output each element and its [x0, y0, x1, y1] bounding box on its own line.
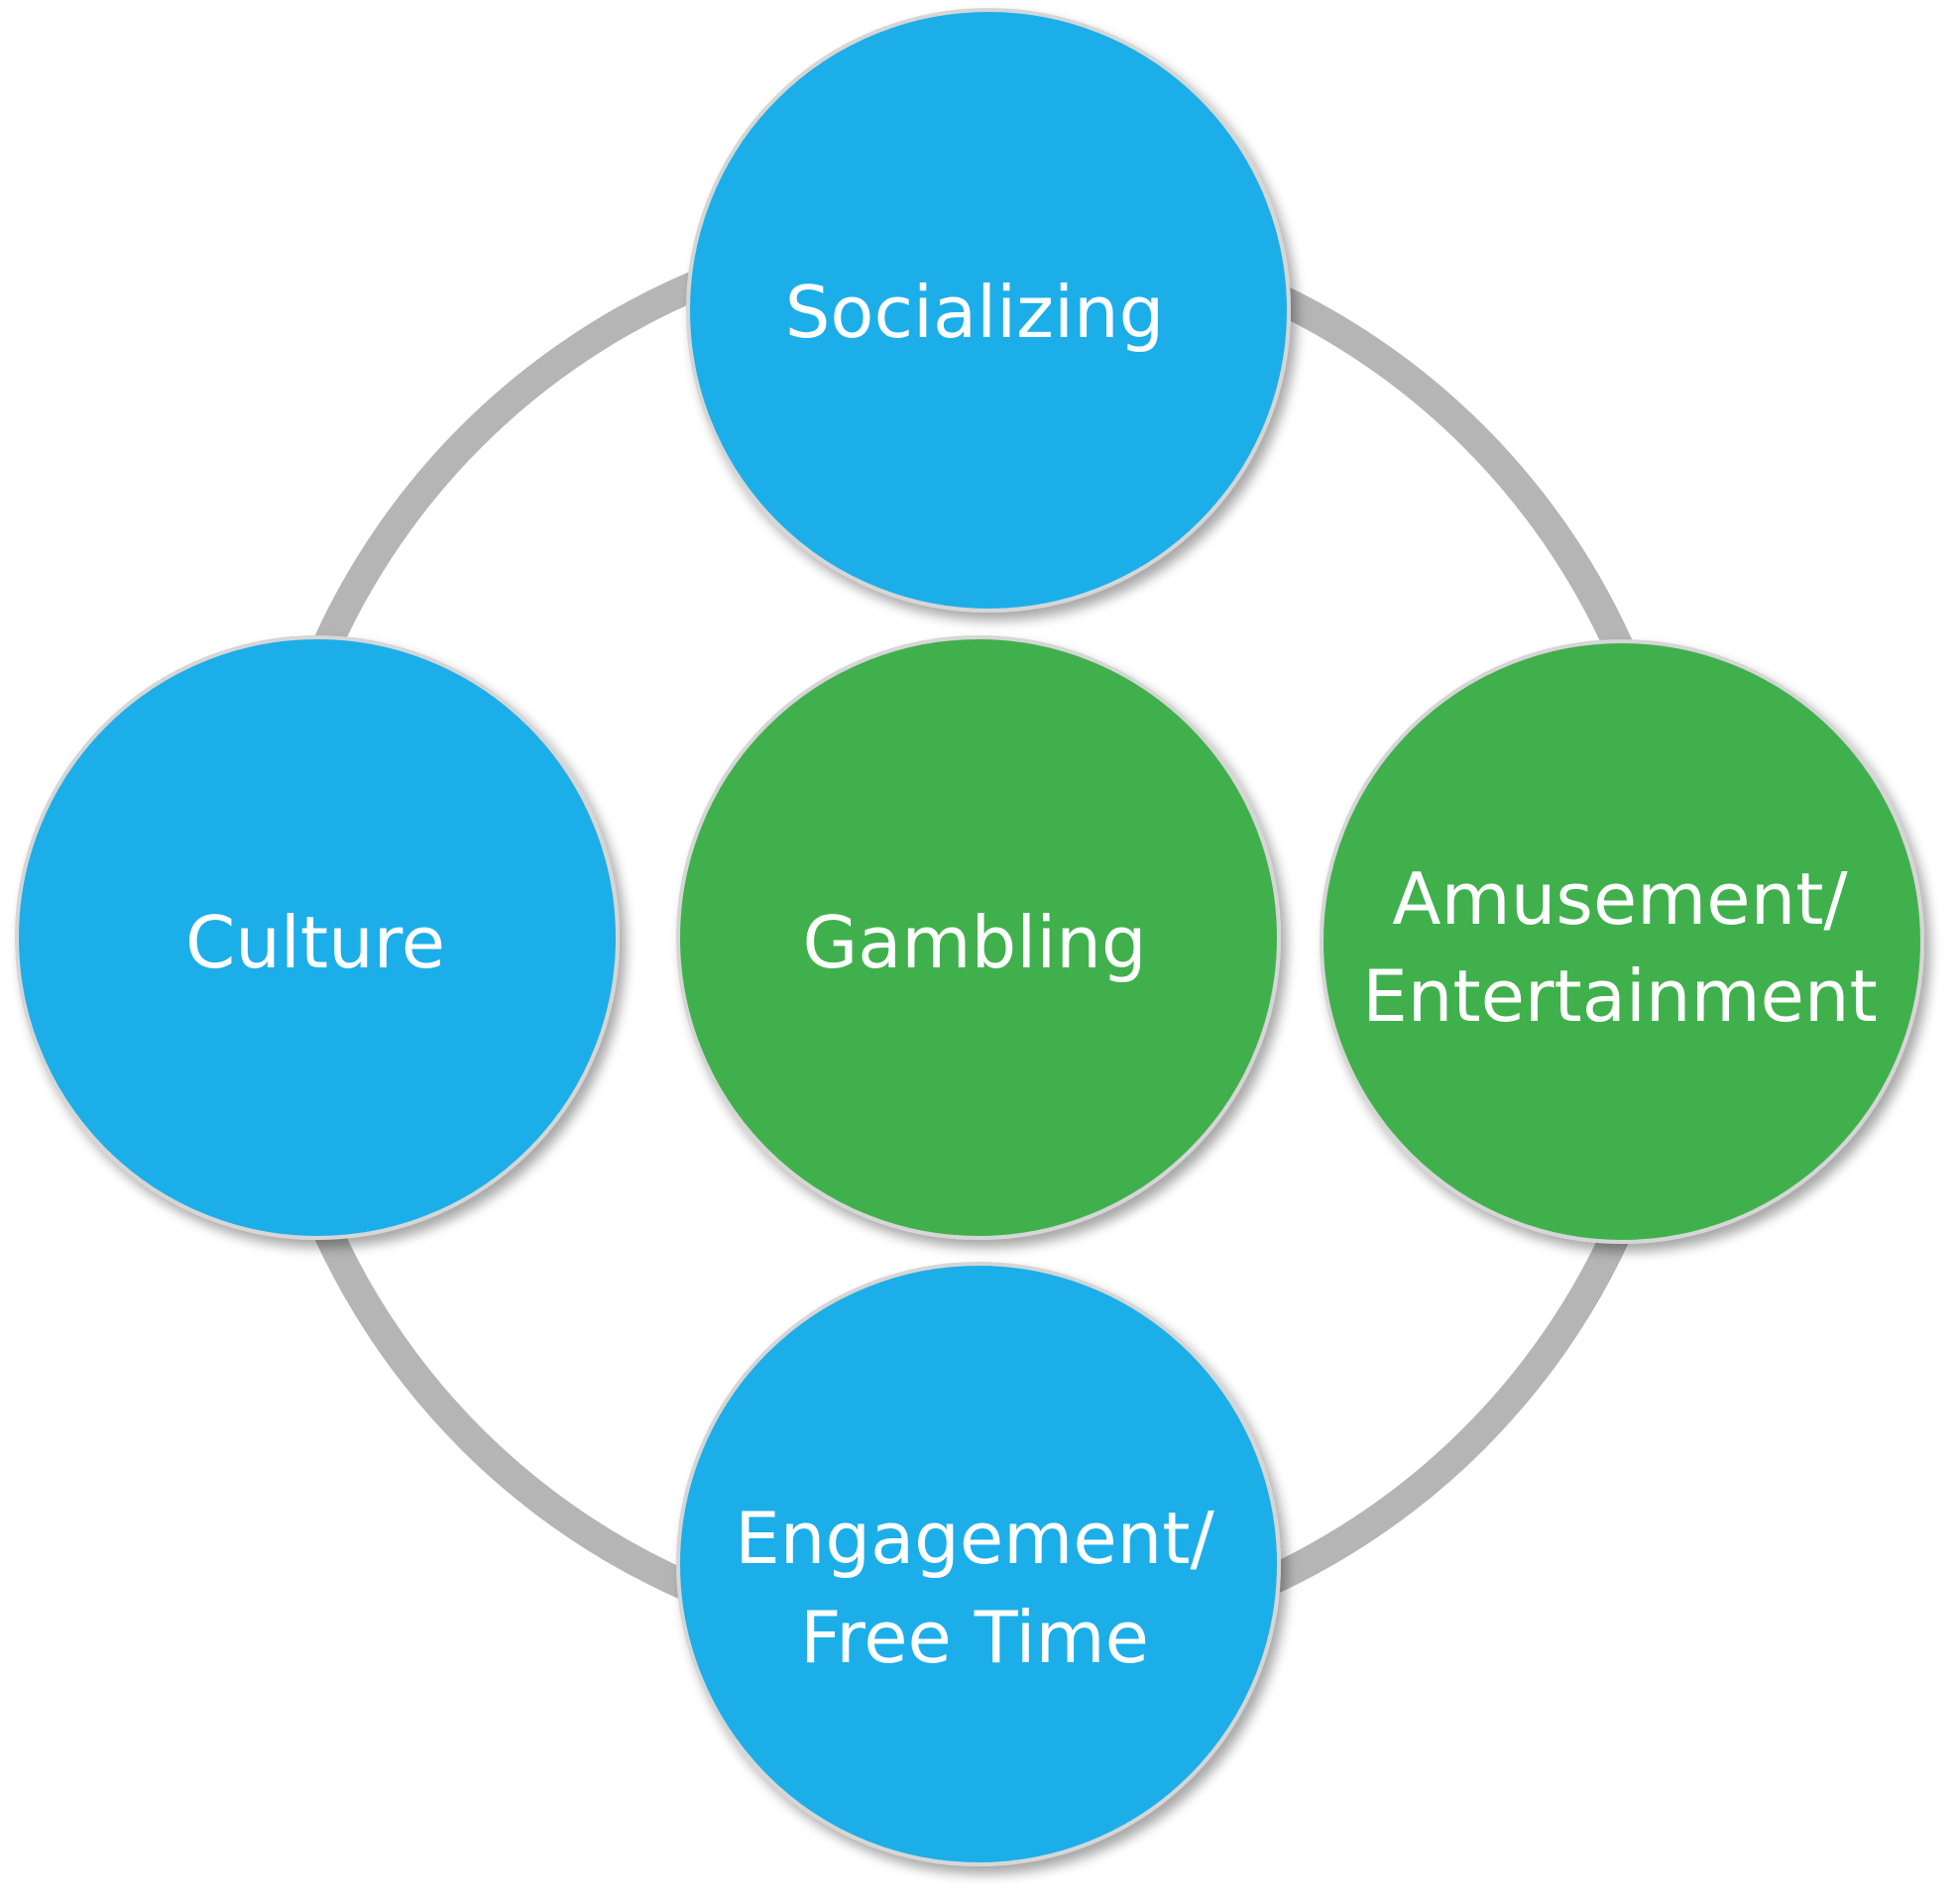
node-culture-circle	[15, 635, 620, 1240]
node-culture-label: Culture	[185, 901, 445, 984]
node-socializing-circle	[686, 8, 1291, 613]
node-engagement: Engagement/ Free Time	[676, 1262, 1281, 1866]
node-socializing-label: Socializing	[785, 271, 1165, 354]
node-engagement-circle	[676, 1262, 1281, 1866]
node-amusement-label: Amusement/	[1392, 857, 1848, 941]
node-amusement-label-line2: Entertainment	[1362, 954, 1878, 1038]
node-gambling: Gambling	[676, 635, 1281, 1240]
node-gambling-circle	[676, 635, 1281, 1240]
node-culture: Culture	[15, 635, 620, 1240]
node-socializing: Socializing	[686, 8, 1291, 613]
node-gambling-label: Gambling	[802, 901, 1146, 984]
node-amusement-circle	[1320, 639, 1924, 1244]
node-engagement-label: Engagement/	[735, 1497, 1214, 1580]
node-amusement: Amusement/ Entertainment	[1320, 639, 1924, 1244]
node-engagement-label-line2: Free Time	[800, 1596, 1149, 1679]
